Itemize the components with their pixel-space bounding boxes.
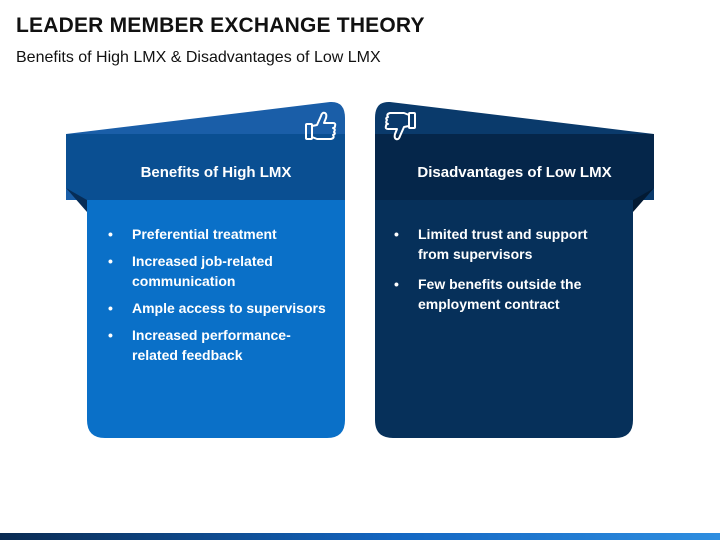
left-header-band (66, 134, 345, 200)
thumbs-up-icon (305, 111, 337, 140)
page-title: LEADER MEMBER EXCHANGE THEORY (16, 14, 425, 37)
list-item: Limited trust and support from superviso… (394, 224, 609, 264)
bottom-accent-bar (0, 533, 720, 540)
left-list: Preferential treatment Increased job-rel… (108, 224, 328, 372)
left-heading: Benefits of High LMX (140, 164, 292, 181)
list-item: Increased performance-related feedback (108, 325, 328, 365)
thumbs-down-icon (384, 112, 416, 141)
list-item: Increased job-related communication (108, 251, 328, 291)
list-item: Preferential treatment (108, 224, 328, 244)
right-header-band (375, 134, 654, 200)
list-item: Few benefits outside the employment cont… (394, 274, 609, 314)
page-subtitle: Benefits of High LMX & Disadvantages of … (16, 49, 381, 66)
list-item: Ample access to supervisors (108, 298, 328, 318)
left-header-fold (66, 188, 87, 212)
right-heading: Disadvantages of Low LMX (417, 164, 612, 181)
right-list: Limited trust and support from superviso… (394, 224, 609, 321)
right-header-fold (633, 188, 654, 212)
